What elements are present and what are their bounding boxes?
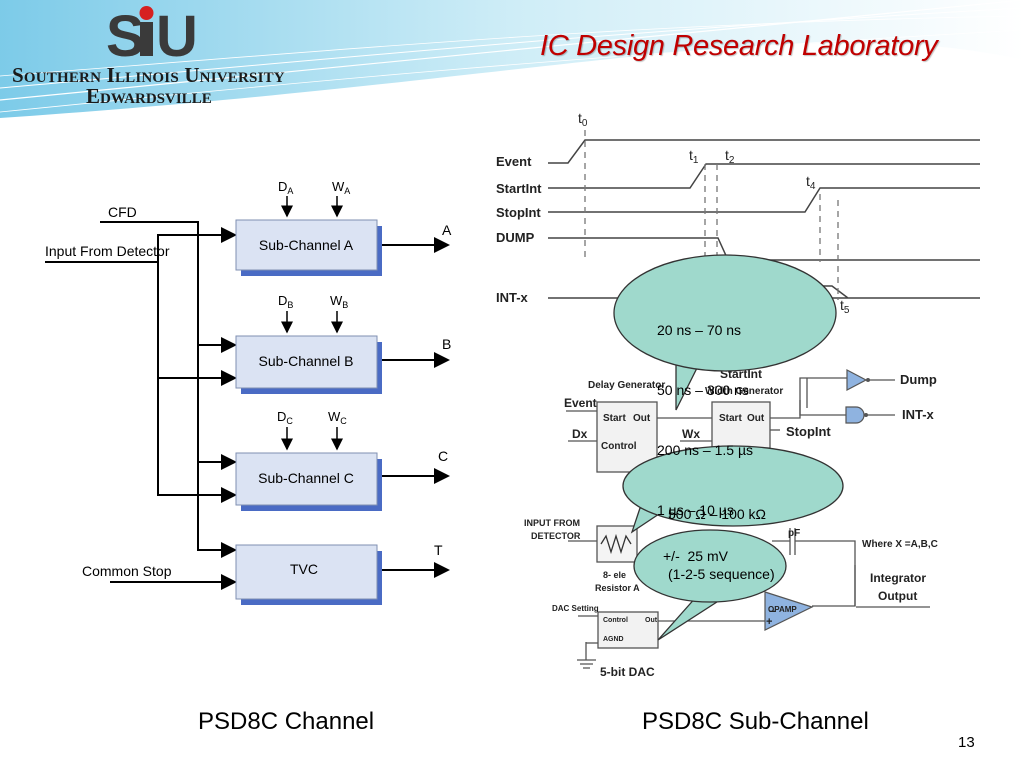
- opamp-minus: −: [769, 606, 775, 618]
- callout-voltage: [633, 529, 787, 641]
- caption-left: PSD8C Channel: [198, 708, 375, 735]
- marker-t2: t2: [725, 147, 735, 166]
- signal-event: Event: [496, 154, 532, 169]
- wx-input-label: Wx: [682, 427, 700, 441]
- block-sub-channel-c: Sub-Channel C: [235, 452, 382, 511]
- timing-range-1: 20 ns – 70 ns: [657, 322, 742, 338]
- dg-start: Start: [603, 413, 626, 424]
- timing-diagram: Event StartInt StopInt DUMP INT-x t0 t1 …: [496, 110, 980, 316]
- marker-t1: t1: [689, 147, 699, 166]
- agnd-label: AGND: [603, 636, 624, 643]
- where-label: Where X =A,B,C: [862, 539, 938, 550]
- callout-timing-ranges: [613, 254, 837, 411]
- dac-out-label: Out: [645, 617, 658, 624]
- d-a-label: DA: [278, 179, 293, 196]
- dg-out: Out: [633, 413, 651, 424]
- detector-label: Input From Detector: [45, 243, 170, 259]
- marker-t4: t4: [806, 173, 816, 192]
- dx-input-label: Dx: [572, 427, 588, 441]
- timing-range-3: 200 ns – 1.5 µs: [657, 442, 754, 458]
- dac-control-label: Control: [603, 617, 628, 624]
- integrator-label-1: Integrator: [870, 571, 926, 585]
- signal-stopint: StopInt: [496, 205, 541, 220]
- pf-label: pF: [788, 528, 800, 539]
- common-stop-label: Common Stop: [82, 563, 172, 579]
- block-label: Sub-Channel C: [258, 470, 354, 486]
- resistance-range: 500 Ω – 100 kΩ: [668, 506, 766, 522]
- university-name: Southern Illinois University Edwardsvill…: [12, 63, 285, 108]
- resistance-sequence: (1-2-5 sequence): [668, 566, 775, 582]
- input-from-detector-1: INPUT FROM: [524, 518, 580, 528]
- page-title: IC Design Research Laboratory: [540, 30, 938, 62]
- marker-t5: t5: [840, 297, 850, 316]
- block-label: Sub-Channel A: [259, 237, 354, 253]
- dump-output-label: Dump: [900, 372, 937, 387]
- resistor-array-label-1: 8- ele: [603, 570, 626, 580]
- output-t-label: T: [434, 542, 443, 558]
- block-tvc: TVC: [235, 544, 382, 605]
- signal-startint: StartInt: [496, 181, 542, 196]
- block-label: TVC: [290, 561, 318, 577]
- page-number: 13: [958, 734, 975, 751]
- callout-voltage-text: +/- 25 mV: [663, 548, 728, 564]
- university-line-1: Southern Illinois University: [12, 63, 285, 87]
- block-sub-channel-a: Sub-Channel A: [235, 219, 382, 276]
- w-c-label: WC: [328, 409, 347, 426]
- timing-range-2: 50 ns – 300 ns: [657, 382, 749, 398]
- callout-resistance-text: 500 Ω – 100 kΩ (1-2-5 sequence): [668, 464, 775, 604]
- signal-int-x: INT-x: [496, 290, 529, 305]
- sub-channel-schematic: Delay Generator StartInt Width Generator…: [524, 367, 938, 679]
- signal-dump: DUMP: [496, 230, 535, 245]
- caption-right: PSD8C Sub-Channel: [642, 708, 869, 735]
- header-background: [0, 0, 1024, 118]
- opamp-plus: +: [766, 616, 772, 628]
- timing-and-schematic: Event StartInt StopInt DUMP INT-x t0 t1 …: [496, 110, 980, 679]
- siu-logo: S U: [106, 4, 198, 64]
- callout-resistance: [622, 445, 844, 534]
- university-line-2: Edwardsville: [86, 84, 212, 108]
- w-a-label: WA: [332, 179, 350, 196]
- resistor-array-label-2: Resistor A: [595, 583, 640, 593]
- delay-generator-label: Delay Generator: [588, 380, 665, 391]
- block-label: Sub-Channel B: [259, 353, 354, 369]
- timing-range-4: 1 µs – 10 µs: [657, 502, 734, 518]
- output-c-label: C: [438, 448, 448, 464]
- channel-block-diagram: Sub-Channel A Sub-Channel B Sub-Channel …: [45, 179, 452, 605]
- d-b-label: DB: [278, 293, 293, 310]
- block-sub-channel-b: Sub-Channel B: [235, 335, 382, 394]
- opamp-label: OPAMP: [768, 605, 797, 614]
- svg-text:S: S: [106, 4, 145, 64]
- output-b-label: B: [442, 336, 451, 352]
- width-generator-label-2: Width Generator: [705, 386, 783, 397]
- wg-out: Out: [747, 413, 765, 424]
- dac-setting-label: DAC Setting: [552, 604, 599, 613]
- dac-label: 5-bit DAC: [600, 665, 655, 679]
- d-c-label: DC: [277, 409, 293, 426]
- integrator-label-2: Output: [878, 589, 917, 603]
- marker-t0: t0: [578, 110, 588, 129]
- stopint-output-label: StopInt: [786, 424, 831, 439]
- event-input-label: Event: [564, 396, 597, 410]
- callout-timing-text: 20 ns – 70 ns 50 ns – 300 ns 200 ns – 1.…: [657, 280, 753, 540]
- cfd-label: CFD: [108, 204, 137, 220]
- input-from-detector-2: DETECTOR: [531, 531, 581, 541]
- svg-text:U: U: [156, 4, 198, 64]
- int-x-output-label: INT-x: [902, 407, 935, 422]
- dg-control: Control: [601, 441, 637, 452]
- w-b-label: WB: [330, 293, 348, 310]
- output-a-label: A: [442, 222, 452, 238]
- wg-start: Start: [719, 413, 742, 424]
